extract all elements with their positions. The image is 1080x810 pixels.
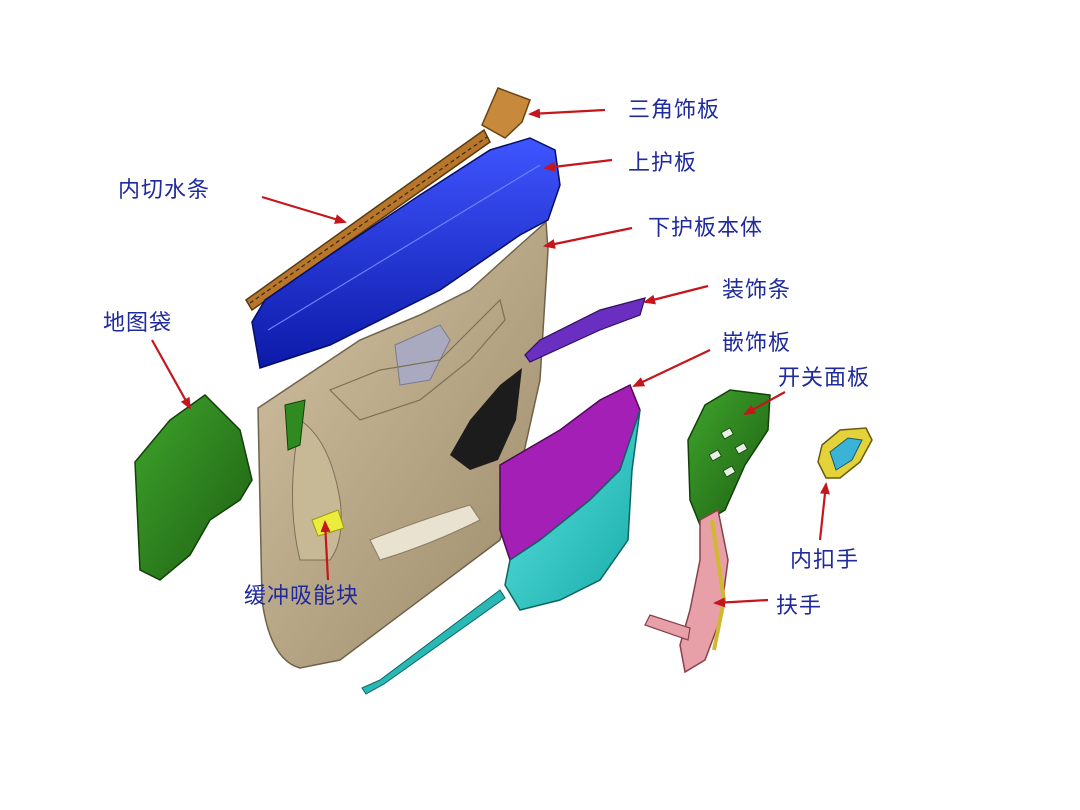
label-decor-strip: 装饰条 [722, 278, 792, 303]
armrest-arm [644, 614, 691, 641]
decor-strip-part [524, 297, 646, 363]
label-triangle-trim: 三角饰板 [628, 98, 721, 123]
callout-arrows [151, 108, 830, 608]
arrow-upper-panel [543, 158, 613, 172]
map-pocket-part [134, 394, 253, 581]
arrow-inlay-panel [632, 349, 711, 387]
arrow-inner-weatherstrip [261, 195, 347, 224]
inlay-panel-part [361, 383, 641, 695]
label-map-pocket: 地图袋 [103, 311, 173, 336]
label-inlay-panel: 嵌饰板 [722, 331, 792, 356]
switch-panel-part [687, 389, 771, 527]
arrow-lower-panel-body [543, 226, 633, 249]
label-lower-panel-body: 下护板本体 [648, 216, 764, 241]
arrow-map-pocket [151, 339, 191, 410]
label-inner-weatherstrip: 内切水条 [118, 178, 211, 203]
arrow-energy-absorber [320, 520, 331, 581]
label-upper-panel: 上护板 [628, 151, 698, 176]
switch-buttons [708, 427, 748, 478]
map-pocket-side [284, 399, 306, 451]
arrow-armrest [713, 597, 769, 608]
arrow-triangle-trim [528, 108, 606, 119]
triangle-trim-part [481, 87, 531, 139]
arrow-decor-strip [643, 284, 709, 305]
lower-panel-body-part [257, 220, 549, 669]
label-armrest: 扶手 [776, 594, 823, 619]
inner-weatherstrip-part [245, 128, 491, 312]
arrow-inner-handle [818, 482, 830, 541]
label-switch-panel: 开关面板 [778, 366, 871, 391]
arrow-switch-panel [743, 391, 786, 415]
label-energy-absorber: 缓冲吸能块 [244, 584, 360, 609]
label-inner-handle: 内扣手 [790, 548, 860, 573]
